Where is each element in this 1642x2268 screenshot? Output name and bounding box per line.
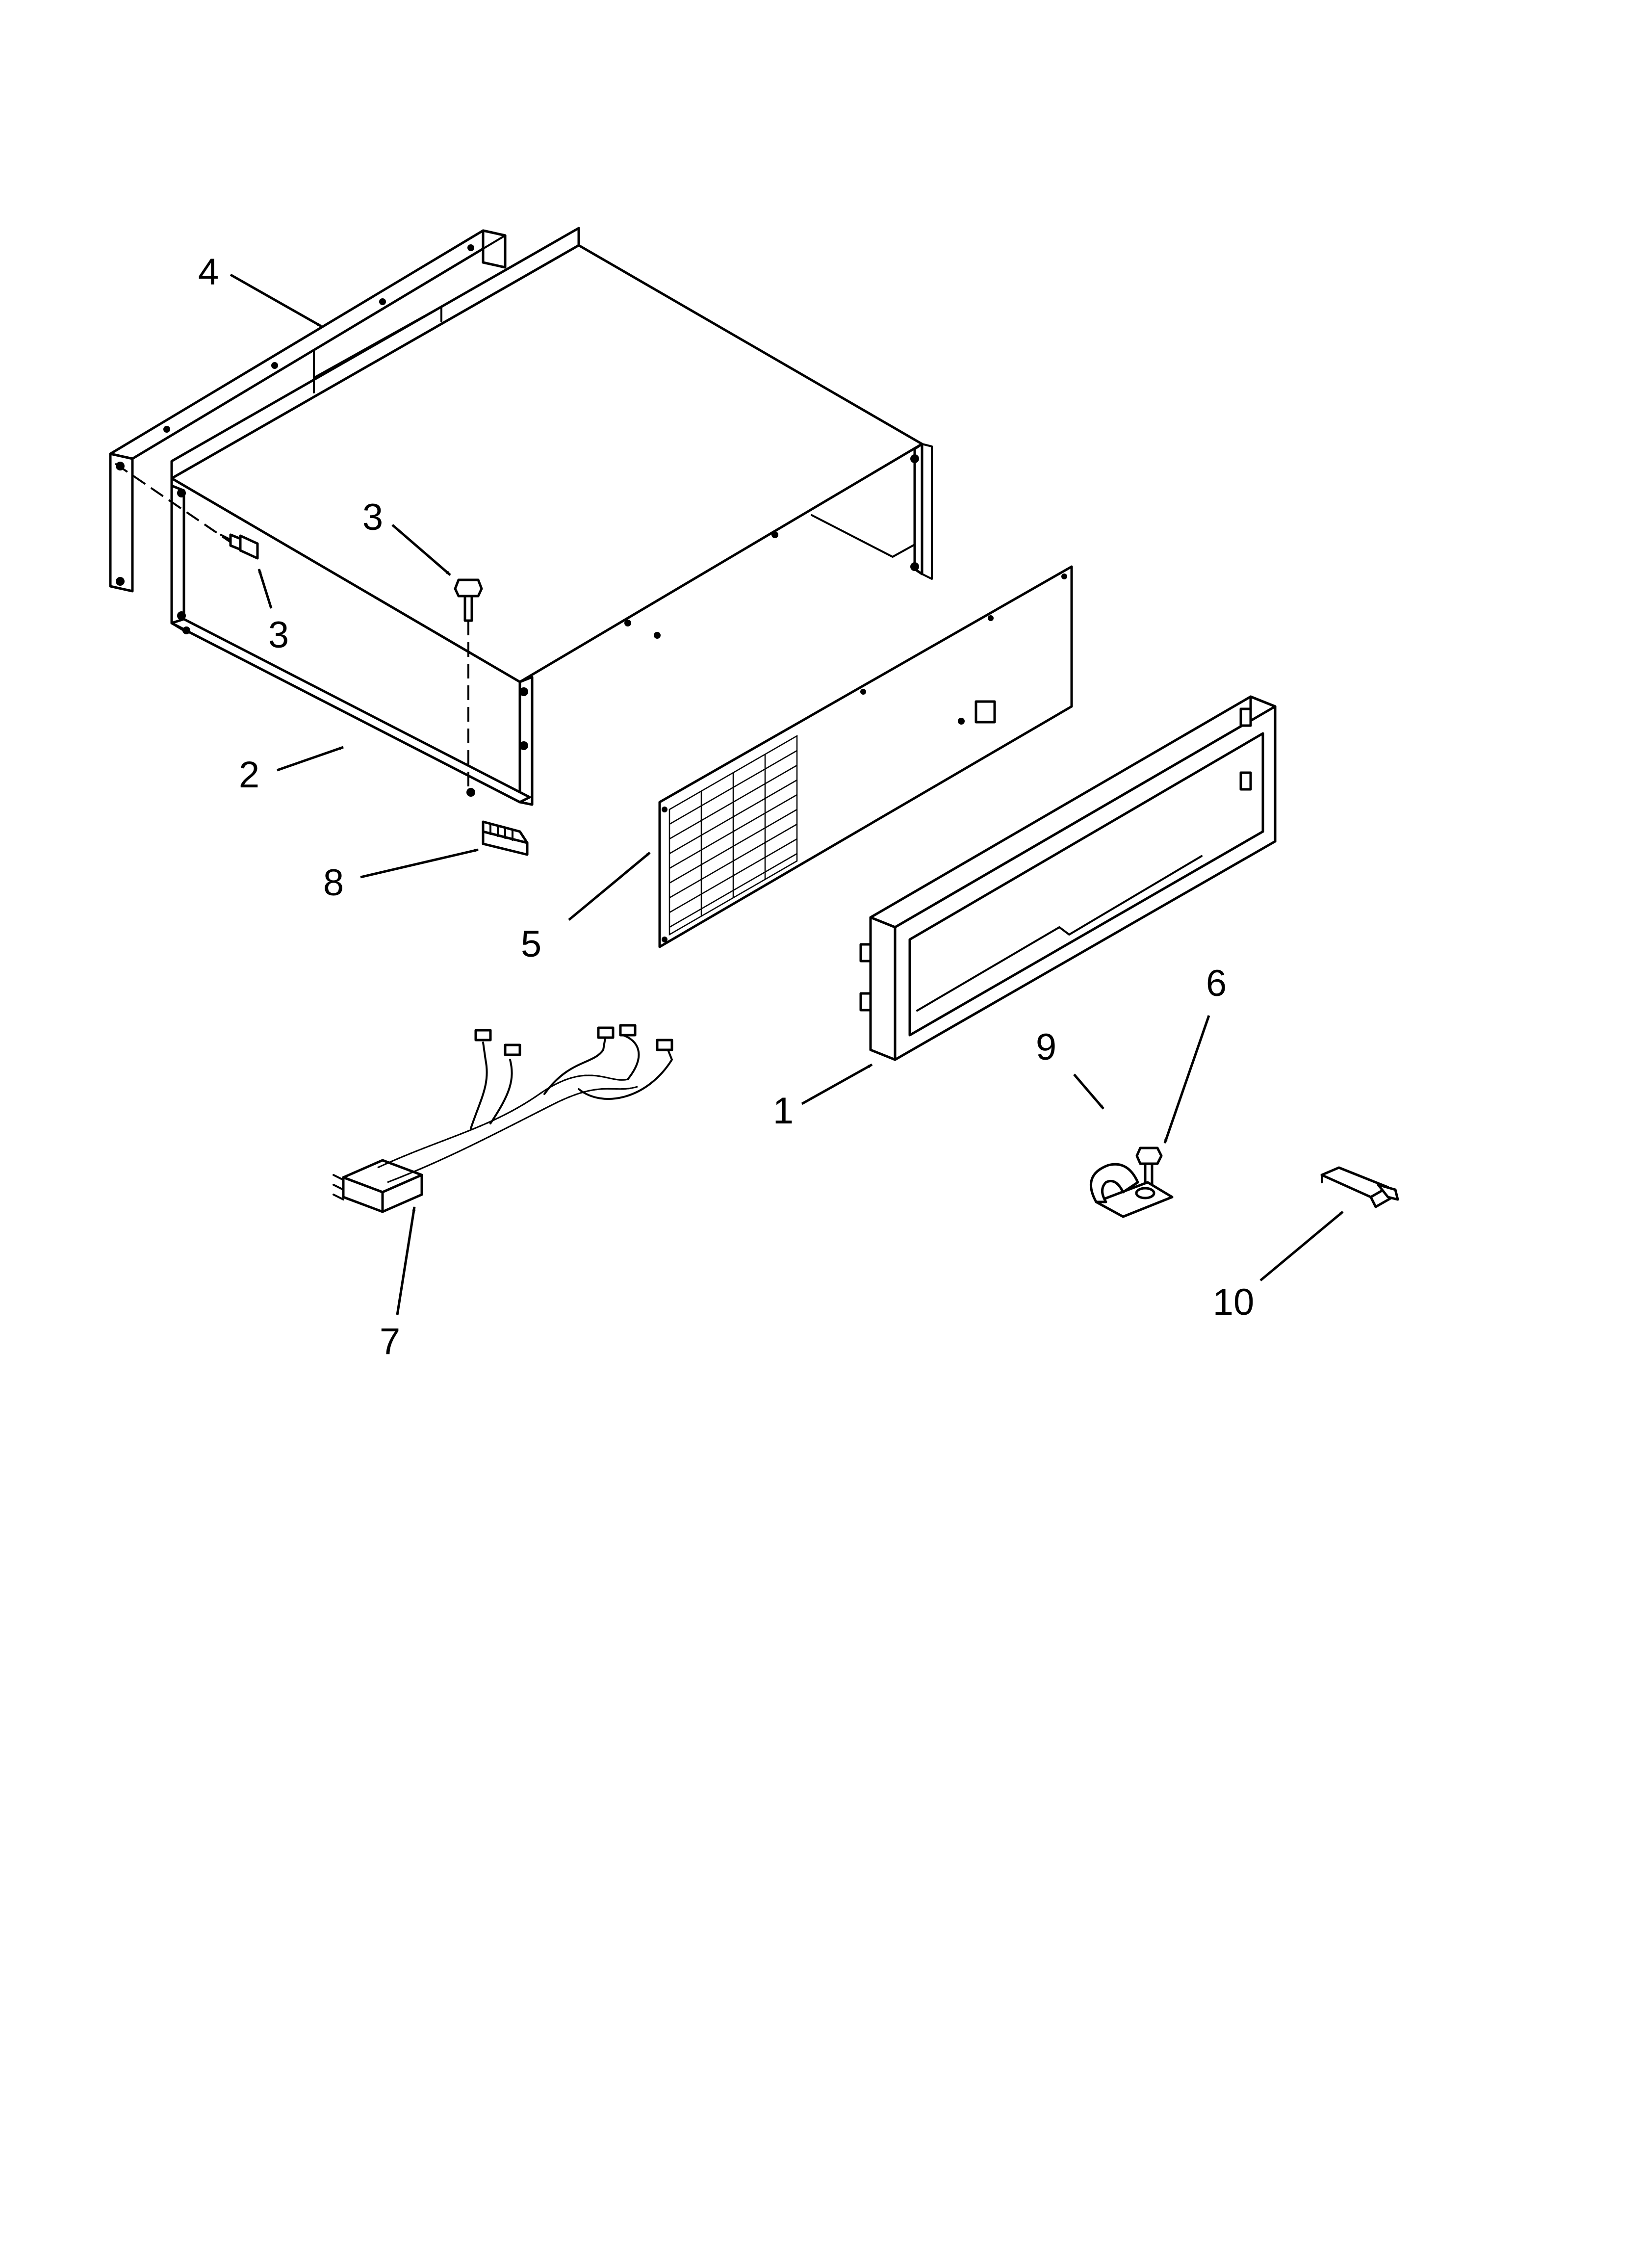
part-3-screw-side[interactable]	[114, 463, 259, 560]
part-5-grille-panel[interactable]	[658, 565, 1073, 948]
callout-8: 8	[323, 862, 344, 904]
callout-3-side: 3	[268, 614, 289, 656]
callout-10: 10	[1213, 1281, 1255, 1323]
part-8-terminal-strip[interactable]	[482, 820, 529, 856]
callout-9: 9	[1036, 1026, 1056, 1068]
callout-2: 2	[239, 754, 259, 796]
callouts: 4 3 3 2 8 5 6 9 1 7 10	[198, 251, 1344, 1362]
part-2-housing[interactable]	[170, 227, 933, 806]
part-1-front-frame[interactable]	[859, 695, 1277, 1061]
part-10-clip[interactable]	[1320, 1166, 1399, 1208]
callout-3-top: 3	[362, 496, 383, 538]
callout-7: 7	[380, 1321, 400, 1362]
callout-6: 6	[1206, 963, 1227, 1004]
part-4-rear-panel[interactable]	[109, 229, 507, 593]
part-9-clamp[interactable]	[1089, 1163, 1174, 1218]
grille-louvres	[668, 734, 798, 936]
part-3-screw-top[interactable]	[454, 578, 483, 790]
callout-4: 4	[198, 251, 219, 293]
callout-5: 5	[521, 923, 541, 965]
callout-1: 1	[773, 1090, 794, 1132]
part-7-wire-harness[interactable]	[333, 1024, 673, 1213]
part-6-screw[interactable]	[1135, 1147, 1163, 1190]
